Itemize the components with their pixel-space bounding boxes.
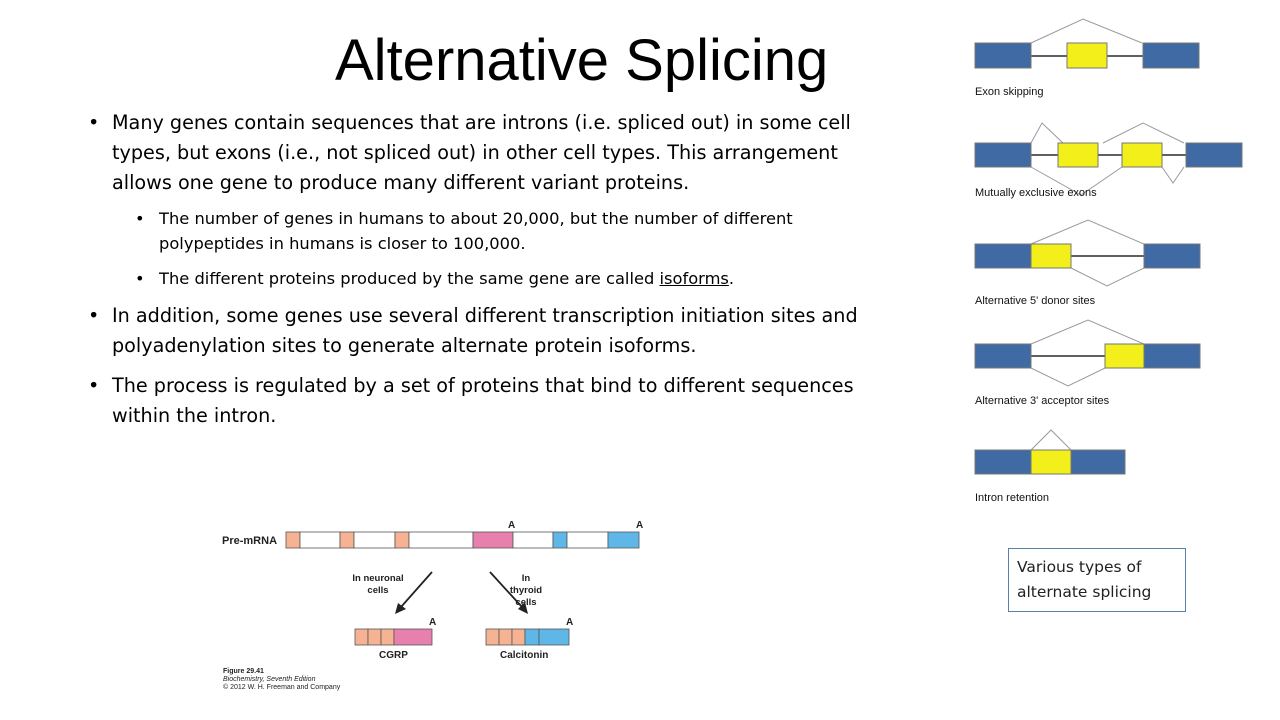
calcitonin-bar <box>485 628 570 646</box>
alt-3-acceptor-label: Alternative 3' acceptor sites <box>975 395 1110 407</box>
slide-title: Alternative Splicing <box>335 28 829 93</box>
poly-a-marker: A <box>429 617 437 628</box>
intron-retention-label: Intron retention <box>975 492 1049 504</box>
sub-bullet-period: . <box>728 269 735 288</box>
thyroid-arrow <box>489 571 523 608</box>
figure-copyright: © 2012 W. H. Freeman and Company <box>223 684 341 691</box>
thyroid-arrow-head <box>518 602 528 614</box>
exon-skipping-label: Exon skipping <box>975 86 1044 98</box>
bullet-list: Many genes contain sequences that are in… <box>88 108 878 431</box>
sub-bullet-text: The number of genes in humans to about 2… <box>159 209 793 253</box>
sub-bullet-item: The different proteins produced by the s… <box>135 266 878 291</box>
neuronal-arrow-head <box>395 603 406 614</box>
bullet-item: The process is regulated by a set of pro… <box>88 371 878 431</box>
mutually-exclusive-label: Mutually exclusive exons <box>975 187 1097 199</box>
pre-mrna-bar <box>285 531 640 549</box>
sub-bullet-text: The different proteins produced by the s… <box>159 269 660 288</box>
bullet-text: Many genes contain sequences that are in… <box>112 111 851 194</box>
intron-retention-diagram <box>974 429 1126 475</box>
diagram-caption: Various types of alternate splicing <box>1008 548 1186 612</box>
bullet-text: In addition, some genes use several diff… <box>112 304 858 357</box>
slide-body: Many genes contain sequences that are in… <box>88 108 878 441</box>
splicing-types-diagram <box>974 18 1243 475</box>
poly-a-marker: A <box>508 520 516 531</box>
figure-number: Figure 29.41 <box>223 668 264 675</box>
bullet-item: Many genes contain sequences that are in… <box>88 108 878 291</box>
sub-bullet-list: The number of genes in humans to about 2… <box>112 206 878 291</box>
mutually-exclusive-exons-diagram <box>974 122 1243 196</box>
figure-book: Biochemistry, Seventh Edition <box>223 676 316 683</box>
alt-5-donor-label: Alternative 5' donor sites <box>975 295 1096 307</box>
poly-a-marker: A <box>566 617 574 628</box>
exon-skipping-diagram <box>974 18 1200 69</box>
neuronal-branch-label: In neuronal cells <box>352 573 404 596</box>
neuronal-arrow <box>400 571 433 608</box>
poly-a-marker: A <box>636 520 644 531</box>
alt-5-donor-diagram <box>974 219 1201 287</box>
pre-mrna-label: Pre-mRNA <box>222 535 278 547</box>
calcitonin-label: Calcitonin <box>500 650 549 661</box>
thyroid-branch-label: In thyroid cells <box>509 573 543 608</box>
cgrp-label: CGRP <box>379 650 408 661</box>
figure-credit: Figure 29.41 Biochemistry, Seventh Editi… <box>223 668 340 692</box>
bullet-text: The process is regulated by a set of pro… <box>112 374 854 427</box>
sub-bullet-item: The number of genes in humans to about 2… <box>135 206 878 256</box>
cgrp-bar <box>354 628 433 646</box>
pre-mrna-figure <box>285 531 640 646</box>
isoforms-term: isoforms <box>659 269 729 288</box>
alt-3-acceptor-diagram <box>974 319 1201 387</box>
bullet-item: In addition, some genes use several diff… <box>88 301 878 361</box>
